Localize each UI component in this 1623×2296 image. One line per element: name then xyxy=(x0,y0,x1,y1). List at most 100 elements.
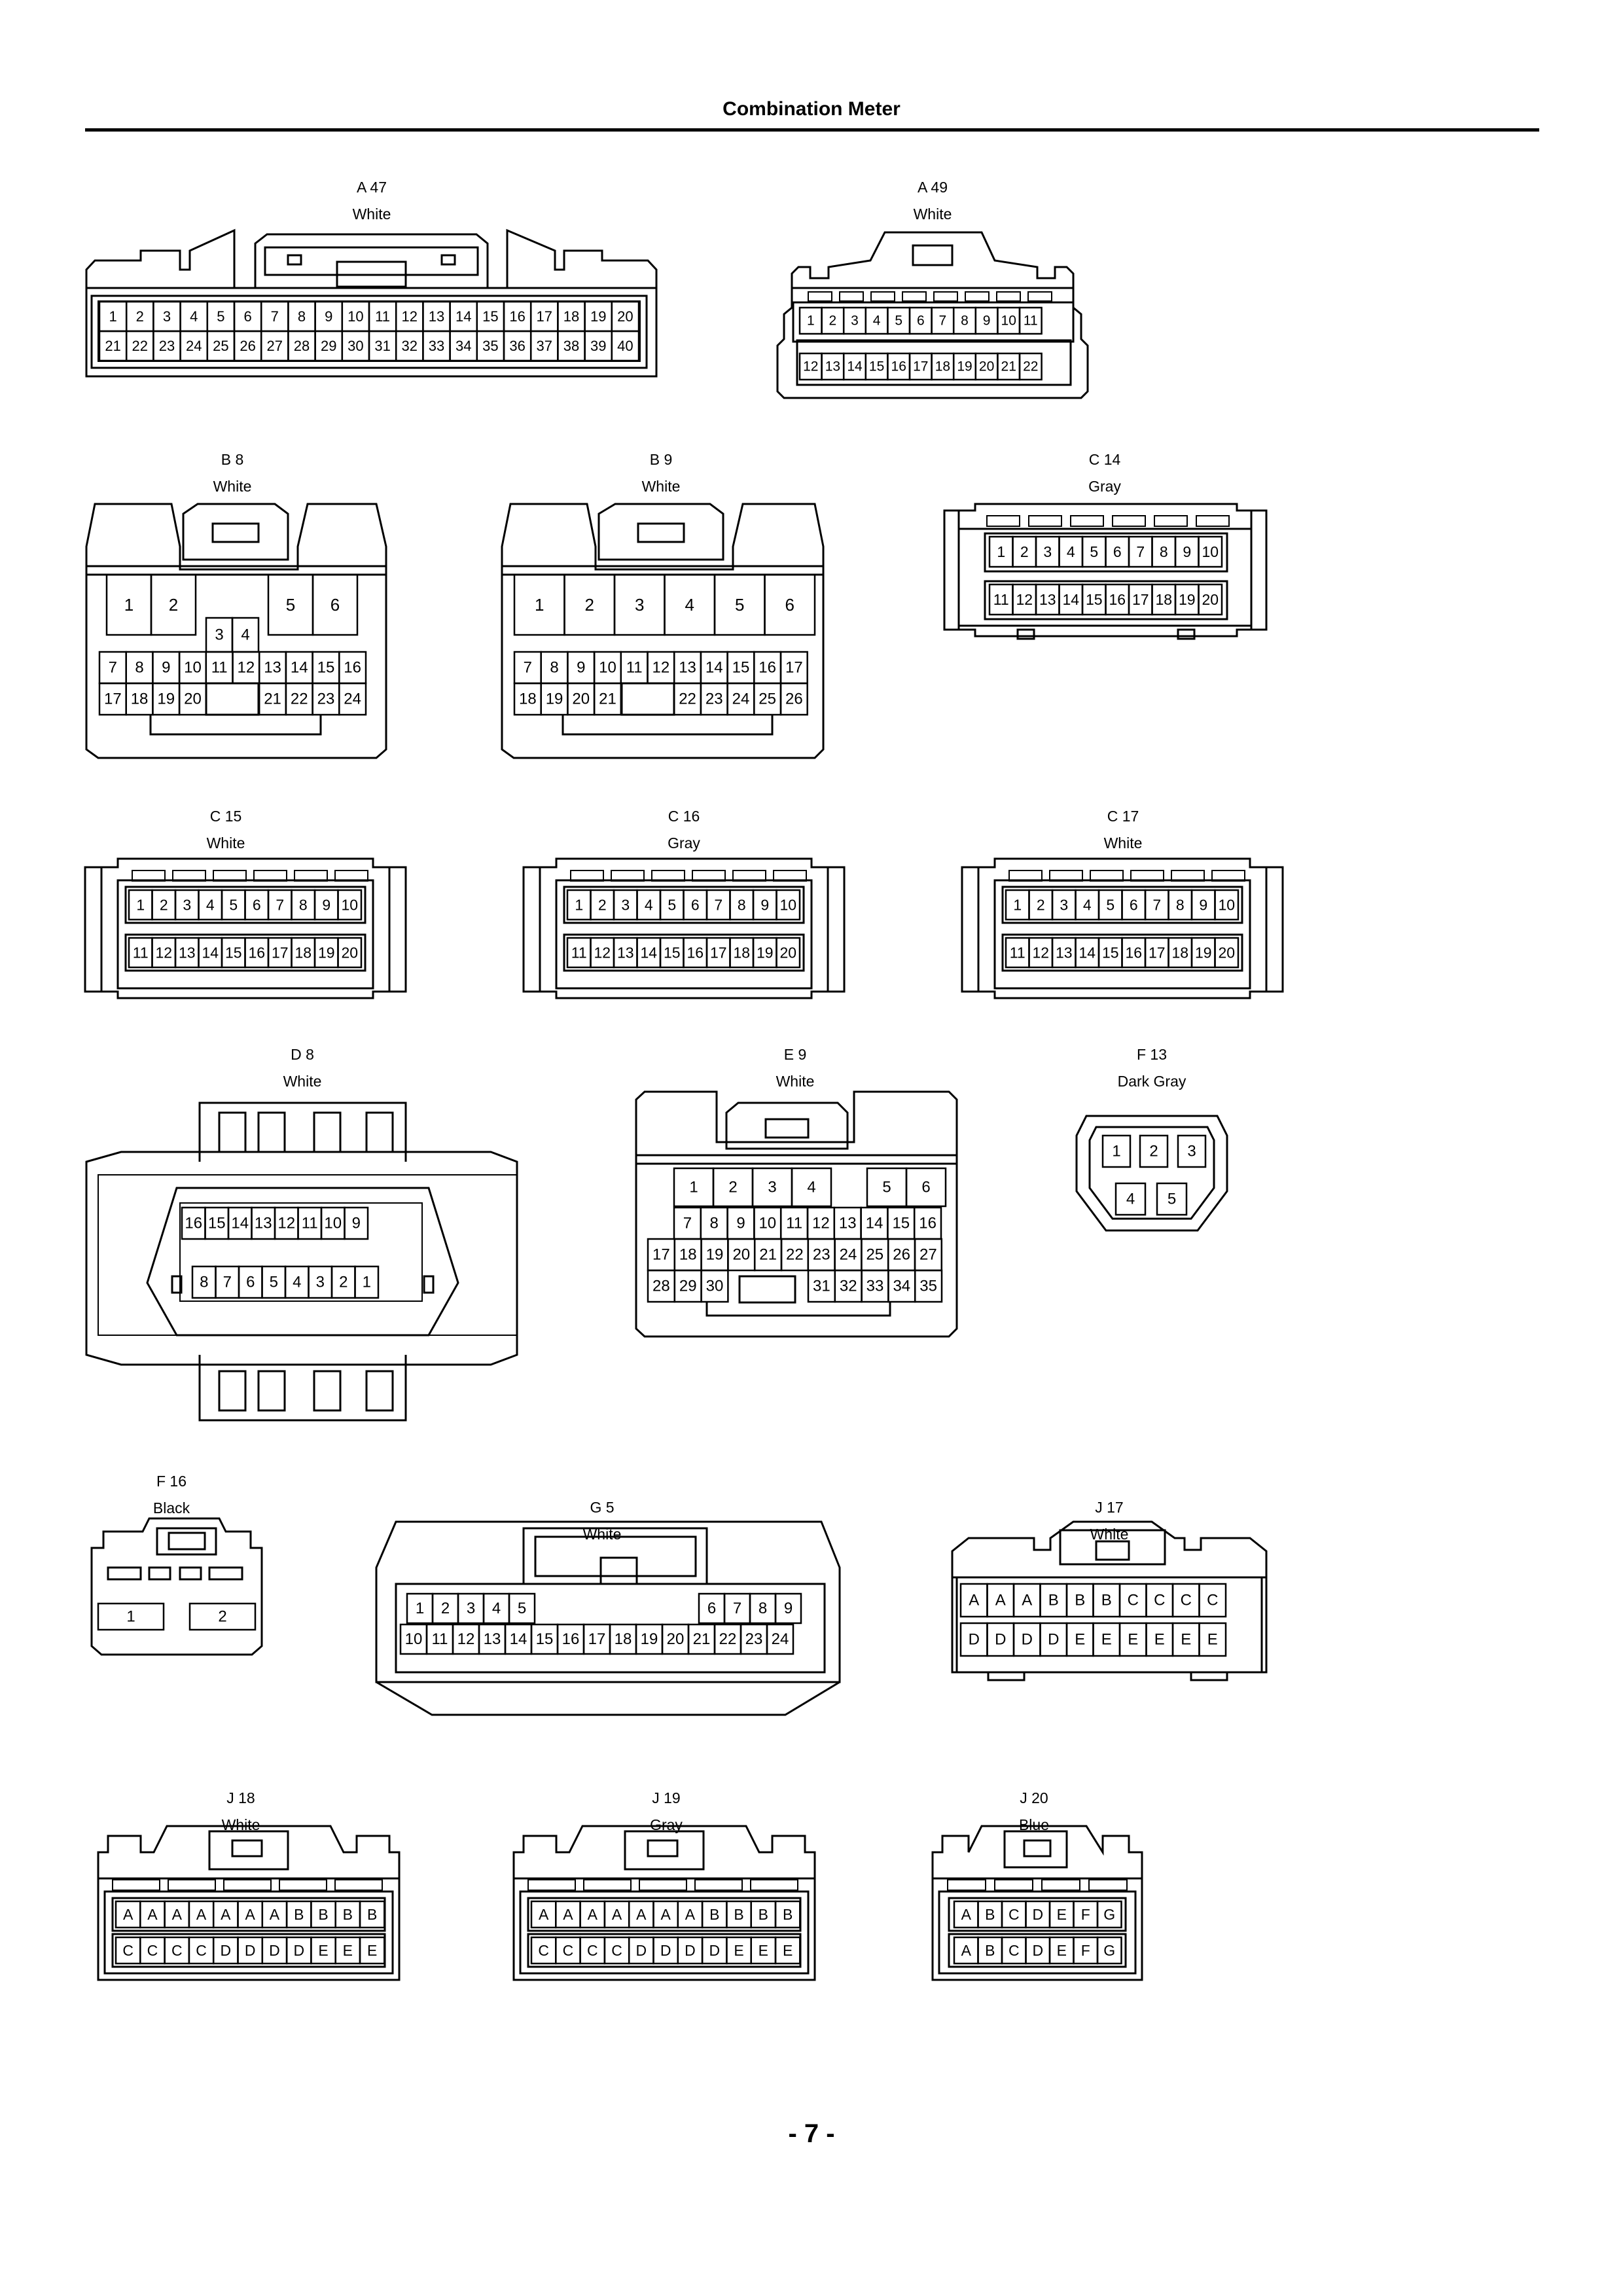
pin-label: 7 xyxy=(683,1215,692,1232)
pin-label: 24 xyxy=(772,1630,789,1648)
pin-label: 18 xyxy=(519,691,537,708)
pin-label: 17 xyxy=(588,1630,606,1648)
pin-label: 11 xyxy=(302,1215,318,1232)
pin-cell xyxy=(1214,889,1240,921)
connector-color-label: Black xyxy=(153,1499,190,1516)
pin-label: A xyxy=(123,1906,134,1923)
pin-label: 1 xyxy=(126,1608,135,1626)
pin-label: A xyxy=(969,1592,979,1609)
pin-label: 23 xyxy=(705,691,723,708)
pin-label: D xyxy=(995,1631,1006,1649)
pin-label: 10 xyxy=(348,308,363,325)
pin-label: 17 xyxy=(272,944,289,961)
pin-label: B xyxy=(734,1906,743,1923)
pin-cell xyxy=(1198,535,1223,568)
pin-label: 14 xyxy=(202,944,219,961)
pin-label: 20 xyxy=(979,359,994,374)
connector-id-label: C 14 xyxy=(1089,451,1121,468)
pin-label: 34 xyxy=(455,338,471,354)
pin-label: 20 xyxy=(617,308,633,325)
pin-label: 20 xyxy=(572,691,590,708)
connector-id-label: B 8 xyxy=(221,451,244,468)
pin-cell xyxy=(779,682,808,716)
connector-id-label: B 9 xyxy=(650,451,673,468)
pin-label: 4 xyxy=(1126,1191,1135,1208)
pin-label: 19 xyxy=(157,691,175,708)
pin-cell xyxy=(188,1602,257,1631)
pin-label: 5 xyxy=(270,1274,278,1291)
pin-label: 18 xyxy=(615,1630,632,1648)
pin-label: 4 xyxy=(645,897,653,914)
pin-label: 10 xyxy=(184,659,202,677)
pin-label: A xyxy=(539,1906,549,1923)
pin-label: 22 xyxy=(291,691,308,708)
pin-label: 20 xyxy=(779,944,796,961)
connector-id-label: A 47 xyxy=(357,179,387,196)
pin-label: 6 xyxy=(917,314,925,329)
pin-label: 11 xyxy=(993,591,1009,608)
connector-id-label: D 8 xyxy=(291,1046,314,1063)
pin-label: 8 xyxy=(961,314,969,329)
pin-cell xyxy=(344,1206,369,1240)
connector-color-label: White xyxy=(776,1073,815,1090)
pin-label: 4 xyxy=(190,308,198,325)
pin-label: 2 xyxy=(1020,543,1029,560)
pin-label: B xyxy=(709,1906,719,1923)
pin-label: 21 xyxy=(599,691,616,708)
pin-cell xyxy=(359,1900,385,1929)
pin-label: 9 xyxy=(983,314,991,329)
pin-cell xyxy=(1198,583,1223,616)
pin-label: 13 xyxy=(429,308,444,325)
pin-label: 16 xyxy=(1125,944,1142,961)
pin-label: 15 xyxy=(892,1215,910,1232)
pin-label: B xyxy=(783,1906,793,1923)
pin-label: 24 xyxy=(344,691,361,708)
pin-label: 38 xyxy=(563,338,579,354)
pin-cell xyxy=(774,1592,802,1624)
pin-label: 19 xyxy=(318,944,335,961)
pin-label: 15 xyxy=(869,359,884,374)
pin-label: 15 xyxy=(225,944,242,961)
pin-label: 16 xyxy=(509,308,525,325)
pin-label: 15 xyxy=(317,659,335,677)
pin-label: D xyxy=(1032,1906,1043,1923)
pin-label: 25 xyxy=(213,338,228,354)
page-title: Combination Meter xyxy=(722,98,901,120)
pin-label: 14 xyxy=(705,659,723,677)
pin-label: A xyxy=(172,1906,183,1923)
pin-label: 39 xyxy=(590,338,606,354)
pin-label: 8 xyxy=(550,659,558,677)
pin-label: 5 xyxy=(1106,897,1115,914)
pin-label: 1 xyxy=(997,543,1005,560)
pin-label: 19 xyxy=(1179,591,1196,608)
pin-label: 2 xyxy=(1149,1143,1158,1160)
pin-label: 21 xyxy=(264,691,281,708)
pin-label: 15 xyxy=(1102,944,1119,961)
pin-label: 24 xyxy=(840,1246,857,1264)
pin-label: 5 xyxy=(1168,1191,1176,1208)
pin-label: 13 xyxy=(839,1215,857,1232)
pin-label: 2 xyxy=(169,595,178,615)
pin-label: A xyxy=(245,1906,255,1923)
pin-label: 3 xyxy=(467,1600,475,1617)
pin-cell xyxy=(1096,1936,1122,1965)
pin-label: D xyxy=(636,1942,647,1959)
pin-label: D xyxy=(1032,1942,1043,1959)
pin-label: 23 xyxy=(317,691,335,708)
pin-cell xyxy=(776,889,801,921)
pin-label: E xyxy=(1101,1631,1112,1649)
pin-label: 12 xyxy=(803,359,818,374)
pin-cell xyxy=(97,1602,165,1631)
pin-label: 9 xyxy=(784,1600,793,1617)
pin-label: D xyxy=(293,1942,304,1959)
pin-label: D xyxy=(1022,1631,1033,1649)
pin-label: 7 xyxy=(1136,543,1145,560)
pin-label: 2 xyxy=(160,897,168,914)
pin-label: 4 xyxy=(241,626,249,644)
pin-label: 37 xyxy=(537,338,552,354)
pin-label: 17 xyxy=(1149,944,1166,961)
pin-label: 18 xyxy=(294,944,312,961)
